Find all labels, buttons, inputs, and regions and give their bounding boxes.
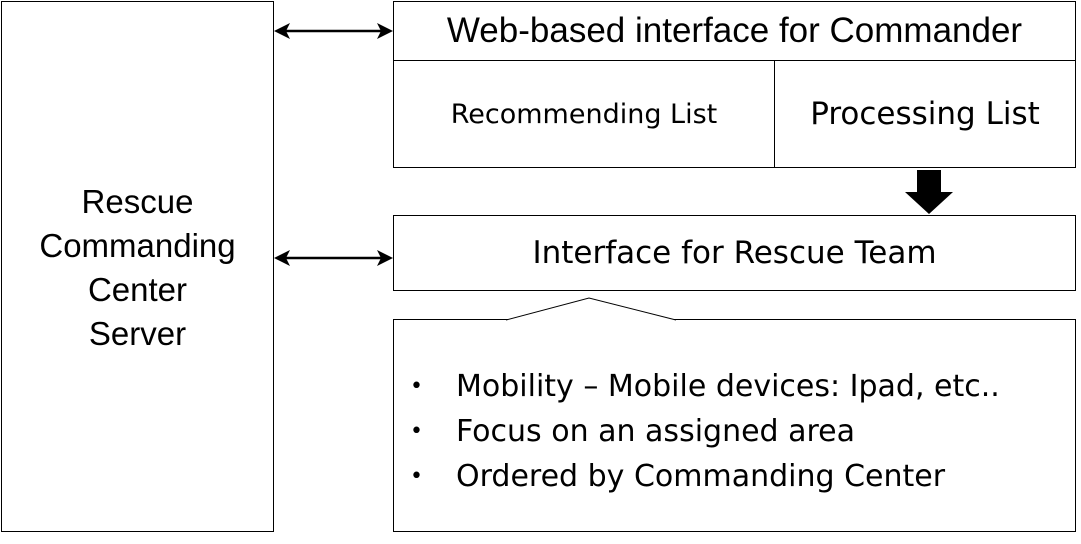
- bullet-icon: •: [410, 464, 423, 489]
- server-label: Rescue Commanding Center Server: [39, 182, 236, 352]
- callout-pointer-outline: [505, 297, 677, 321]
- processing-list-box: Processing List: [774, 61, 1076, 168]
- feature-text: Ordered by Commanding Center: [456, 459, 946, 494]
- rescue-team-features-callout: •Mobility – Mobile devices: Ipad, etc.. …: [393, 319, 1076, 532]
- double-arrow-icon: [274, 250, 393, 266]
- feature-item: • Focus on an assigned area: [394, 409, 1075, 454]
- feature-item: • Mobility – Mobile devices: Ipad, etc..: [394, 364, 1075, 409]
- feature-text: Mobility – Mobile devices: Ipad, etc..: [456, 369, 1000, 404]
- recommending-list-box: Recommending List: [393, 61, 775, 168]
- down-arrow-icon: [905, 170, 953, 214]
- rescue-commanding-center-server: Rescue Commanding Center Server: [1, 1, 274, 532]
- web-interface-commander-box: Web-based interface for Commander: [393, 1, 1076, 61]
- callout-pointer: [506, 298, 676, 320]
- features-list: •Mobility – Mobile devices: Ipad, etc.. …: [394, 364, 1075, 499]
- processing-list-label: Processing List: [810, 96, 1040, 132]
- web-interface-title: Web-based interface for Commander: [446, 11, 1023, 50]
- bullet-icon: •: [410, 374, 423, 399]
- recommending-list-label: Recommending List: [450, 98, 718, 130]
- feature-text: Focus on an assigned area: [456, 414, 856, 449]
- rescue-team-title: Interface for Rescue Team: [532, 235, 937, 271]
- bullet-icon: •: [410, 419, 423, 444]
- double-arrow-icon: [274, 23, 393, 39]
- rescue-team-interface-box: Interface for Rescue Team: [393, 215, 1076, 291]
- feature-item: • Ordered by Commanding Center: [394, 454, 1075, 499]
